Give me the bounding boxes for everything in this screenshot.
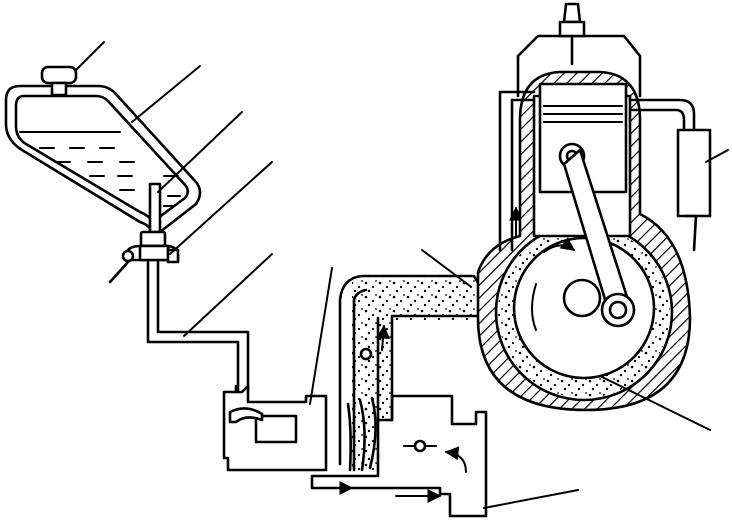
callout-line-filler-cap bbox=[75, 41, 105, 71]
fuel-tap bbox=[108, 230, 180, 284]
fuel-tank bbox=[4, 84, 202, 234]
callout-lines bbox=[75, 41, 729, 509]
intake-and-transfer-passage bbox=[310, 274, 512, 518]
callout-line-tank bbox=[131, 65, 201, 123]
muffler bbox=[676, 128, 712, 252]
filler-cap bbox=[40, 65, 78, 97]
callout-line-filter bbox=[157, 111, 243, 193]
callout-line-mixture bbox=[421, 249, 471, 287]
fuel-liquid bbox=[19, 131, 181, 207]
exhaust-port bbox=[628, 98, 696, 132]
callout-line-tap bbox=[169, 161, 273, 255]
callout-line-crankcase bbox=[599, 375, 711, 431]
transfer-port bbox=[498, 90, 536, 252]
carburetor-float-chamber bbox=[222, 384, 328, 472]
fuel-line bbox=[146, 260, 250, 392]
spark-plug bbox=[558, 2, 586, 66]
crankshaft bbox=[531, 236, 602, 331]
callout-line-air-intake bbox=[483, 489, 579, 509]
callout-line-muffler bbox=[705, 149, 729, 163]
connecting-rod bbox=[562, 148, 636, 328]
callout-line-fuel-pipe bbox=[183, 253, 273, 337]
callout-line-carburetor bbox=[309, 267, 333, 405]
